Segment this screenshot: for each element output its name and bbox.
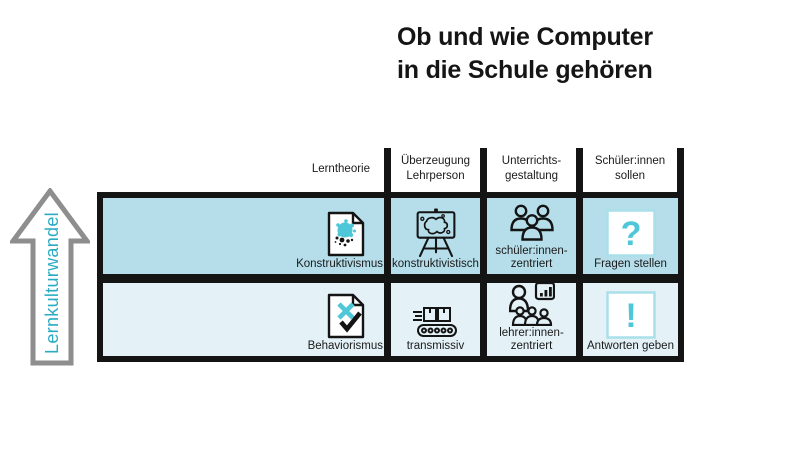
header-divider (384, 148, 391, 194)
cell-konstruktivismus: Konstruktivismus (103, 198, 384, 274)
header-divider (677, 148, 684, 194)
student-group-icon (509, 204, 554, 241)
document-crossed-check-icon (327, 293, 365, 338)
column-header-schuelerinnen-sollen: Schüler:innen sollen (594, 155, 666, 182)
cell-label: konstruktivistisch (392, 257, 479, 270)
question-mark-card-icon: ? (605, 209, 656, 257)
cell-label: Antworten geben (587, 339, 674, 352)
cell-lehrerinnen-zentriert: lehrer:innen- zentriert (487, 283, 576, 356)
svg-text:!: ! (625, 297, 636, 335)
header-divider (480, 148, 487, 194)
exclamation-mark-card-icon: ! (605, 291, 656, 339)
easel-painting-icon (416, 208, 455, 257)
cell-behaviorismus: Behaviorismus (103, 283, 384, 356)
cell-label: Fragen stellen (594, 257, 667, 270)
lernkulturwandel-label: Lernkulturwandel (42, 212, 62, 354)
conveyor-belt-icon (412, 306, 457, 337)
cell-transmissiv: transmissiv (391, 283, 480, 356)
cell-konstruktivistisch: konstruktivistisch (391, 198, 480, 274)
document-paint-splatter-icon (327, 211, 365, 256)
cell-label: Behaviorismus (307, 339, 383, 352)
teacher-presentation-icon (508, 283, 555, 326)
comparison-matrix: Konstruktivismus konstruktivistisch (97, 192, 684, 362)
header-divider (576, 148, 583, 194)
up-arrow-icon (10, 188, 90, 366)
column-header-ueberzeugung-lehrperson: Überzeugung Lehrperson (400, 155, 471, 182)
column-header-lerntheorie: Lerntheorie (311, 162, 370, 175)
cell-schuelerinnen-zentriert: schüler:innen- zentriert (487, 198, 576, 274)
column-header-unterrichtsgestaltung: Unterrichts- gestaltung (501, 155, 562, 182)
cell-label: Konstruktivismus (296, 257, 383, 270)
cell-label: lehrer:innen- zentriert (499, 326, 564, 352)
cell-antworten-geben: ! Antworten geben (583, 283, 678, 356)
cell-fragen-stellen: ? Fragen stellen (583, 198, 678, 274)
cell-label: schüler:innen- zentriert (495, 244, 568, 270)
slide-title: Ob und wie Computer in die Schule gehöre… (397, 23, 653, 85)
svg-text:?: ? (620, 215, 641, 253)
cell-label: transmissiv (406, 339, 465, 352)
